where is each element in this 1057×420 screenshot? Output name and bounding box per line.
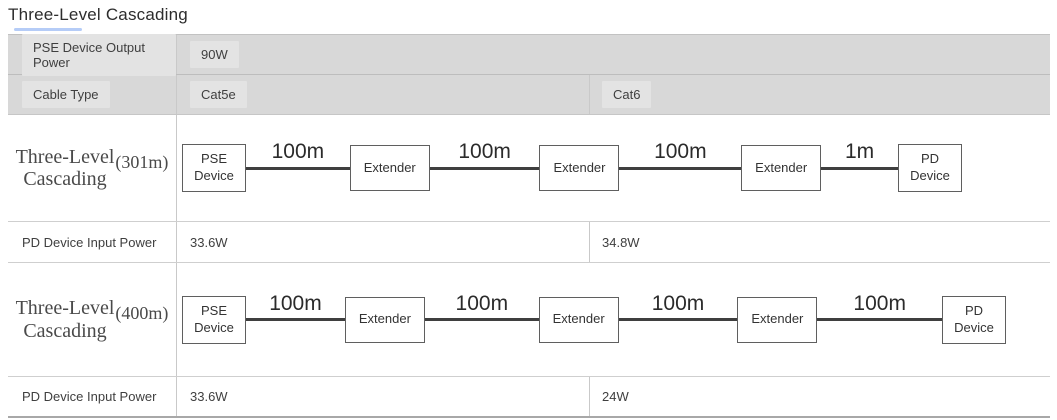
- extender-box: Extender: [344, 296, 425, 343]
- pse-device-box-line1: PSE: [200, 151, 227, 167]
- cascade-400m-chain: PSE Device 100m Extender 100m: [182, 263, 1007, 376]
- cascade-400m-distance: (400m): [115, 303, 169, 323]
- pd-input-400-cat6-value: 24W: [602, 389, 629, 404]
- cable-length-label: 100m: [853, 291, 906, 315]
- pd-input-power-label: PD Device Input Power: [22, 234, 157, 250]
- cable-type-cat6: Cat6: [602, 81, 652, 108]
- pse-device-box-line2: Device: [194, 168, 234, 183]
- cascade-400m-label-line2: Cascading: [23, 319, 107, 342]
- cable-length-label: 100m: [654, 140, 707, 163]
- cascade-301m-distance: (301m): [115, 151, 169, 172]
- row-header-pd-input-power: PD Device Input Power: [8, 222, 177, 262]
- cable-length-label: 100m: [651, 291, 705, 315]
- cable-segment: 100m: [618, 263, 738, 376]
- table-row-cascade-400m: Three-Level Cascading (400m) PSE Device …: [8, 263, 1050, 377]
- cable-length-label: 100m: [458, 140, 511, 163]
- cable-line: [429, 166, 540, 170]
- pse-device-box-line1: PSE: [200, 302, 227, 318]
- pd-device-box-line2: Device: [954, 319, 994, 335]
- cable-line: [424, 318, 539, 321]
- pse-output-power-value: 90W: [190, 41, 239, 68]
- cable-type-cat5e-cell: Cat5e: [177, 75, 590, 114]
- cable-length-label: 100m: [271, 140, 325, 163]
- table-row-pse-output-power: PSE Device Output Power 90W: [8, 33, 1050, 76]
- pd-input-power-label: PD Device Input Power: [22, 389, 157, 404]
- cascade-301m-label-line1: Three-Level: [15, 145, 115, 168]
- cable-line: [246, 318, 345, 321]
- extender-box-label: Extender: [755, 159, 808, 175]
- cable-segment: 1m: [821, 115, 898, 221]
- cable-type-label: Cable Type: [22, 81, 110, 108]
- extender-box-label: Extender: [358, 311, 411, 327]
- extender-box-label: Extender: [552, 311, 605, 327]
- cascade-400m-row-header: Three-Level Cascading (400m): [8, 263, 177, 376]
- page-title: Three-Level Cascading: [8, 5, 188, 24]
- cable-line: [821, 166, 898, 170]
- pse-device-box-line2: Device: [194, 319, 234, 335]
- cable-segment: 100m: [429, 115, 540, 221]
- cable-segment: 100m: [424, 263, 539, 376]
- pd-device-box: PD Device: [898, 144, 962, 192]
- table-row-pd-input-power-400m: PD Device Input Power 33.6W 24W: [8, 377, 1050, 416]
- cable-type-cat5e: Cat5e: [190, 81, 247, 108]
- cascading-spec-table: PSE Device Output Power 90W Cable Type C…: [8, 33, 1050, 418]
- pse-device-box: PSE Device: [182, 295, 246, 344]
- table-row-pd-input-power-301m: PD Device Input Power 33.6W 34.8W: [8, 222, 1050, 263]
- cable-type-cat6-cell: Cat6: [590, 75, 1050, 114]
- row-header-pse-output-power: PSE Device Output Power: [8, 33, 177, 76]
- extender-box-label: Extender: [363, 159, 416, 175]
- cascade-301m-chain: PSE Device 100m Extender 100m: [182, 115, 962, 221]
- pd-input-400-cat5e-cell: 33.6W: [177, 377, 590, 416]
- cascade-301m-label-line2: Cascading: [23, 168, 107, 190]
- pd-device-box-line1: PD: [920, 151, 940, 167]
- cable-segment: 100m: [619, 115, 742, 221]
- cascade-301m-label: Three-Level Cascading: [16, 146, 115, 191]
- extender-box: Extender: [737, 296, 818, 343]
- cable-segment: 100m: [817, 263, 943, 376]
- row-header-pd-input-power: PD Device Input Power: [8, 377, 177, 416]
- cascade-400m-label: Three-Level Cascading: [16, 297, 115, 342]
- extender-box: Extender: [538, 296, 619, 343]
- cascade-400m-label-line1: Three-Level: [15, 297, 115, 320]
- pse-device-box: PSE Device: [182, 144, 246, 192]
- pd-input-400-cat5e-value: 33.6W: [190, 389, 228, 404]
- table-row-cable-type: Cable Type Cat5e Cat6: [8, 75, 1050, 115]
- page: Three-Level Cascading PSE Device Output …: [0, 5, 1057, 420]
- cable-length-label: 1m: [845, 140, 875, 163]
- cable-length-label: 100m: [455, 291, 509, 315]
- pd-input-301-cat6-value: 34.8W: [602, 234, 640, 250]
- pd-input-301-cat5e-value: 33.6W: [190, 234, 228, 250]
- extender-box: Extender: [741, 145, 822, 191]
- table-row-cascade-301m: Three-Level Cascading (301m) PSE Device …: [8, 115, 1050, 222]
- pse-output-power-value-cell: 90W: [177, 35, 1050, 74]
- pd-device-box: PD Device: [942, 295, 1007, 344]
- extender-box-label: Extender: [751, 311, 804, 327]
- extender-box-label: Extender: [553, 159, 606, 175]
- pse-output-power-label: PSE Device Output Power: [22, 33, 176, 76]
- pd-input-301-cat6-cell: 34.8W: [590, 222, 1050, 262]
- pd-device-box-line2: Device: [910, 168, 950, 183]
- cable-line: [619, 166, 742, 170]
- title-accent-underline: [14, 28, 82, 31]
- row-header-cable-type: Cable Type: [8, 75, 177, 114]
- cable-line: [618, 318, 738, 321]
- cable-segment: 100m: [246, 263, 345, 376]
- cable-segment: 100m: [246, 115, 350, 221]
- cascade-301m-row-header: Three-Level Cascading (301m): [8, 115, 177, 221]
- cascade-301m-diagram: PSE Device 100m Extender 100m: [177, 115, 1050, 221]
- pd-input-400-cat6-cell: 24W: [590, 377, 1050, 416]
- cascade-400m-diagram: PSE Device 100m Extender 100m: [177, 263, 1050, 376]
- cable-line: [817, 318, 943, 321]
- cable-line: [246, 166, 350, 170]
- extender-box: Extender: [349, 145, 430, 191]
- extender-box: Extender: [539, 145, 620, 191]
- pd-device-box-line1: PD: [964, 302, 984, 318]
- cable-length-label: 100m: [269, 291, 322, 315]
- pd-input-301-cat5e-cell: 33.6W: [177, 222, 590, 262]
